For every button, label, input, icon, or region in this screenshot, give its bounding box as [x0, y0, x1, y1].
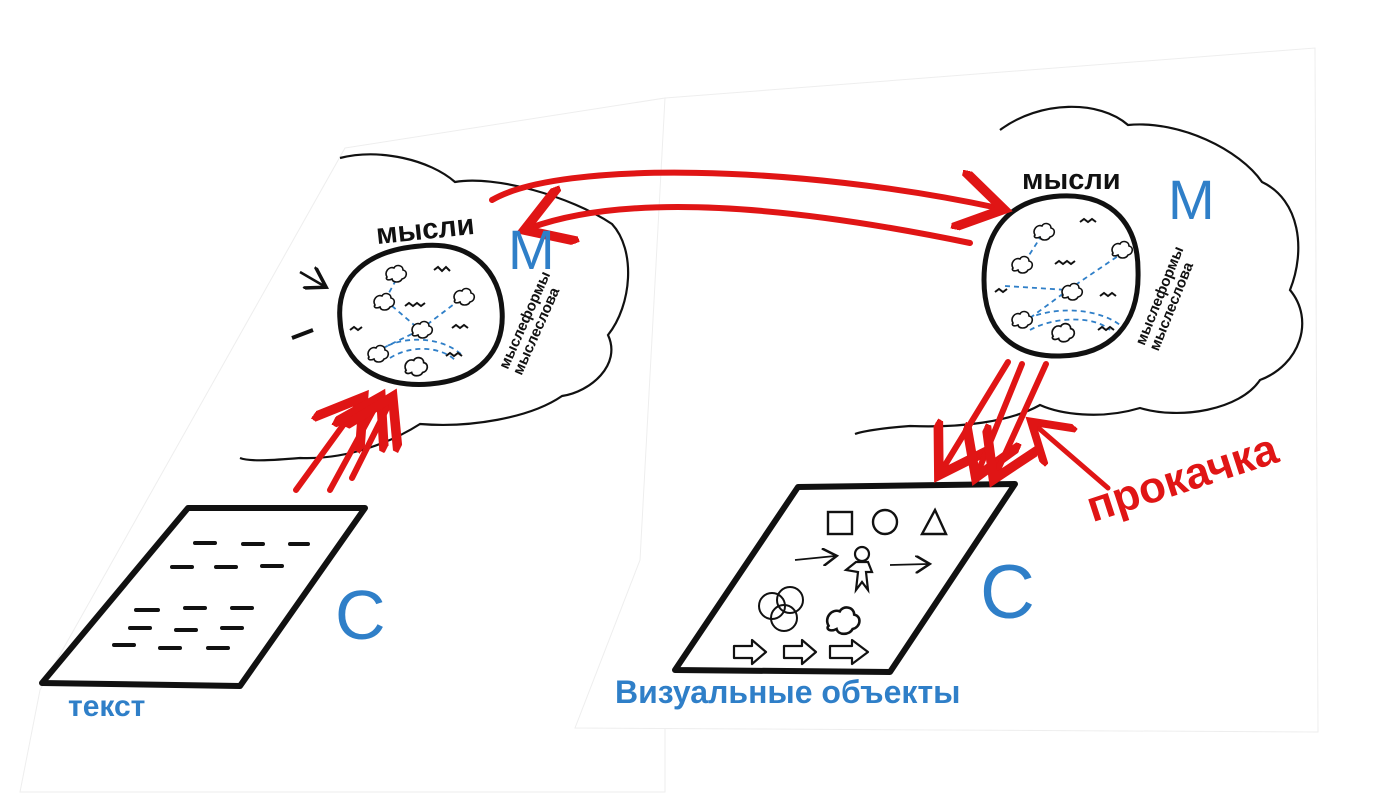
venn-icon	[758, 586, 804, 632]
right-m-letter: M	[1168, 168, 1215, 231]
right-output-arrows	[942, 359, 1049, 474]
right-thoughts-label: мысли	[1022, 164, 1121, 196]
left-thought-bubble	[337, 242, 505, 387]
square-icon	[826, 510, 854, 536]
right-sheet-caption: Визуальные объекты	[615, 674, 961, 710]
left-sheet	[39, 505, 368, 689]
triangle-icon	[919, 507, 948, 536]
arrow-icon	[732, 638, 768, 666]
side-mark	[291, 328, 314, 340]
left-input-arrows	[293, 402, 390, 493]
arrow-icon	[794, 556, 835, 560]
side-arrow	[299, 272, 324, 286]
right-paper-panel	[574, 47, 1319, 733]
right-sheet	[672, 481, 1018, 675]
pump-arrow	[1035, 425, 1111, 491]
arrow-icon	[889, 564, 928, 565]
person-icon	[843, 545, 874, 594]
right-thought-bubble	[981, 193, 1141, 359]
bubble-link-arrows	[489, 169, 998, 243]
left-c-letter: C	[335, 576, 386, 654]
right-c-letter: C	[980, 550, 1035, 635]
left-sheet-caption: текст	[68, 690, 146, 723]
right-cloud	[854, 105, 1304, 436]
arrow-icon	[828, 638, 870, 666]
arrow-icon	[782, 638, 818, 666]
left-m-letter: M	[508, 218, 555, 281]
circle-icon	[871, 508, 899, 536]
